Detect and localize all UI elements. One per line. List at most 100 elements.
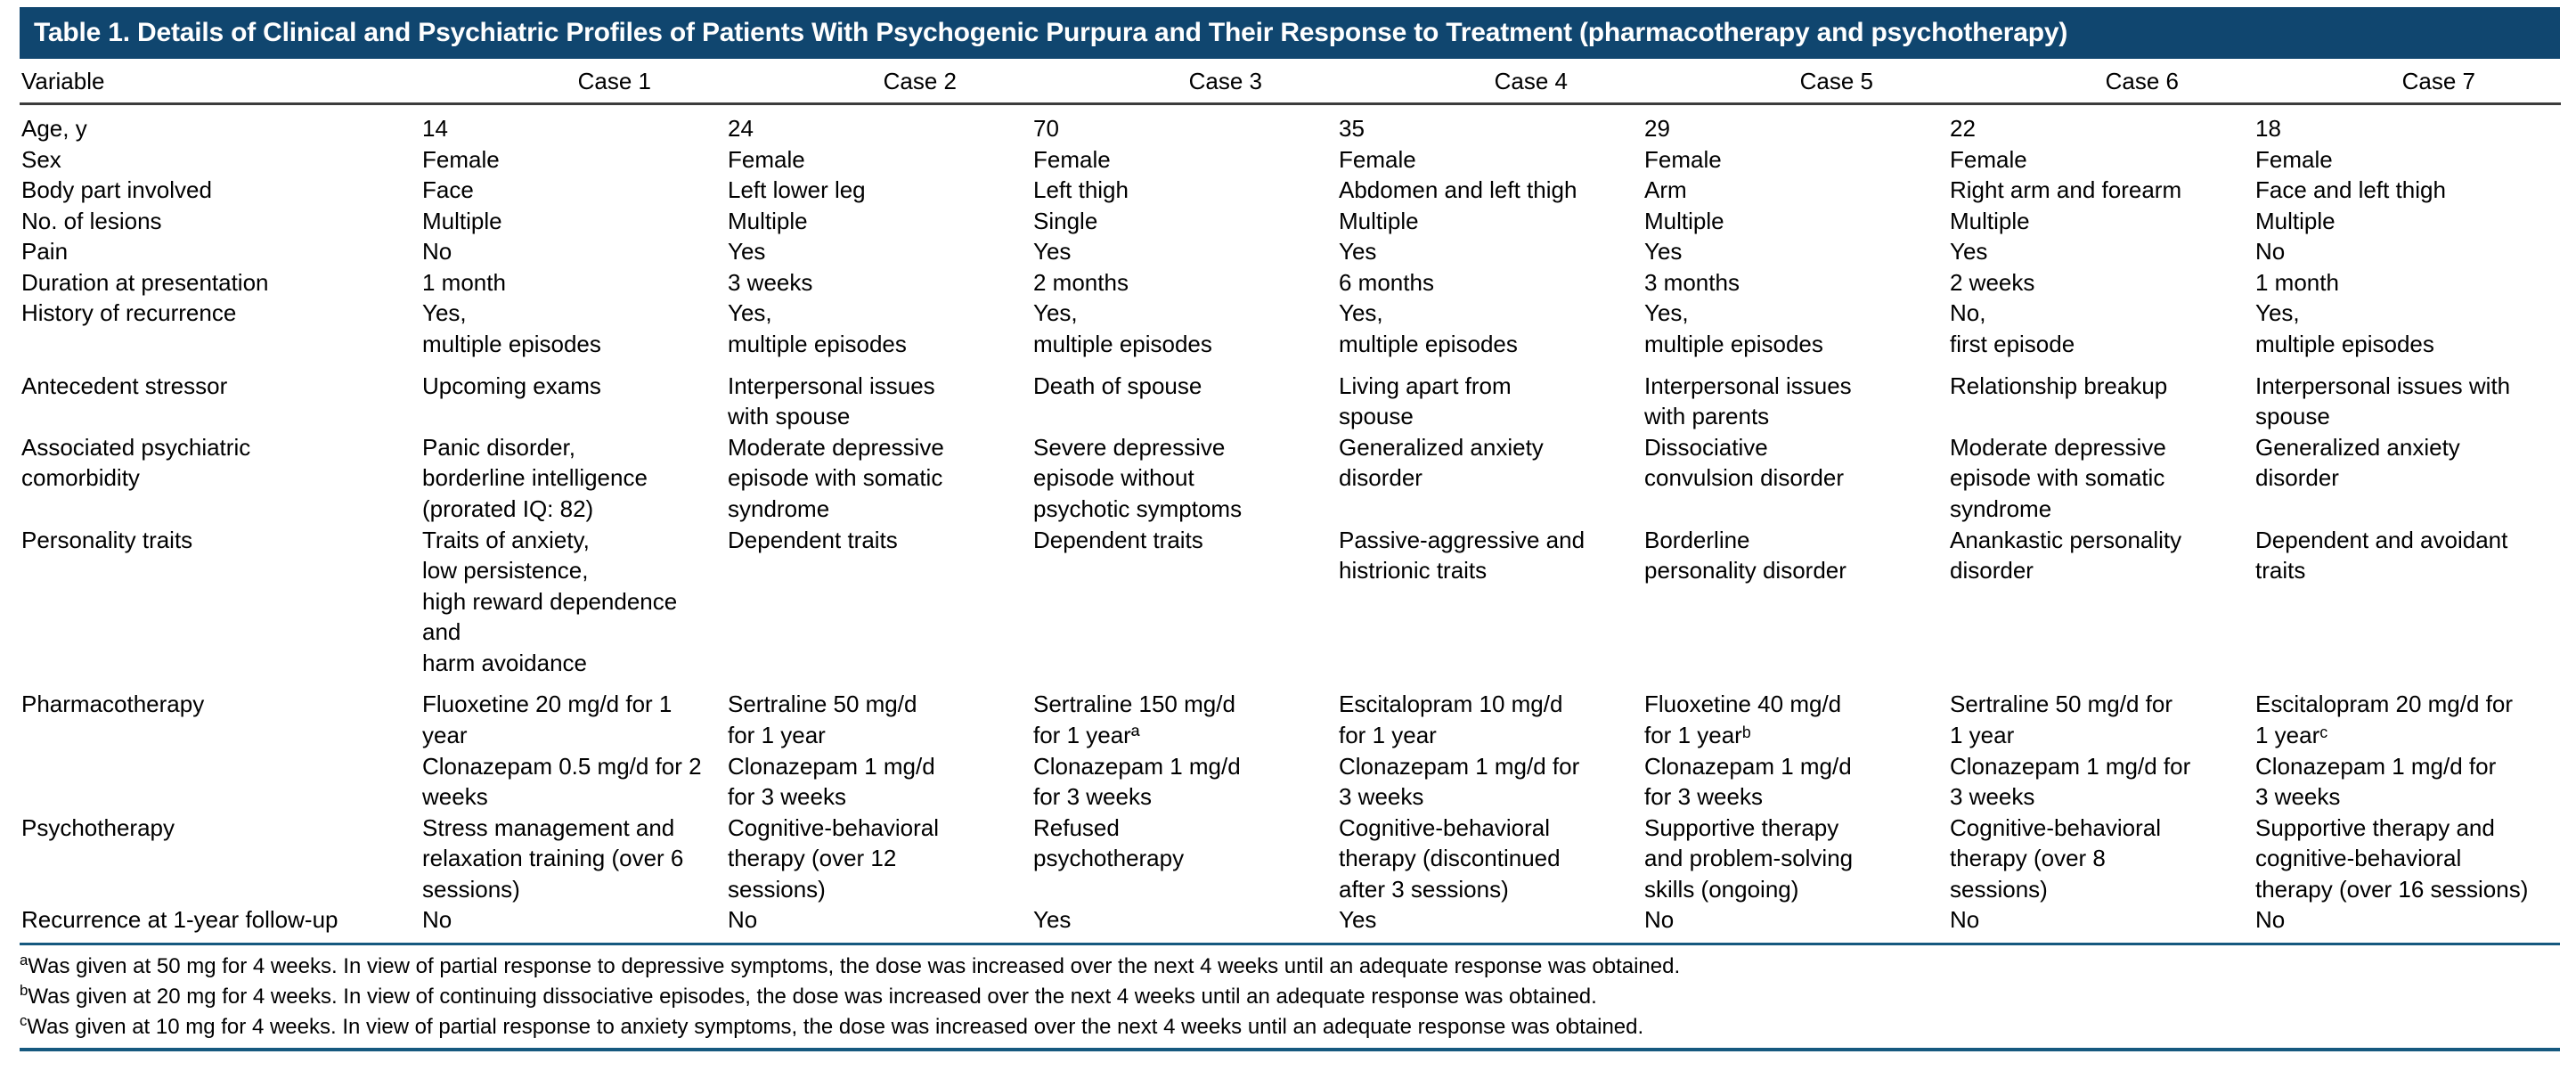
footnote-a: aWas given at 50 mg for 4 weeks. In view…	[20, 952, 1681, 979]
cell-case-2: Yes	[728, 238, 766, 266]
cell-case-2: 24	[728, 115, 754, 142]
row-variable-label: Body part involved	[21, 176, 212, 204]
cell-case-3: Refused psychotherapy	[1033, 813, 1185, 872]
cell-case-6: Cognitive-behavioral therapy (over 8 ses…	[1950, 813, 2162, 903]
cell-case-3: Single	[1033, 207, 1098, 234]
cell-case-2: Moderate depressive episode with somatic…	[728, 433, 944, 522]
row-variable-label: Pain	[21, 238, 69, 266]
column-header-case-7: Case 7	[2255, 59, 2561, 105]
cell-case-4: Yes	[1339, 238, 1377, 266]
column-header-case-3: Case 3	[1033, 59, 1339, 105]
header-row: Variable Case 1 Case 2 Case 3 Case 4 Cas…	[20, 59, 2561, 105]
row-variable-label: No. of lesions	[21, 207, 162, 234]
cell-case-7: Face and left thigh	[2255, 176, 2446, 204]
table-container: Table 1. Details of Clinical and Psychia…	[0, 7, 2576, 1052]
cell-case-6: Anankastic personality disorder	[1950, 526, 2182, 584]
cell-case-5: Arm	[1644, 176, 1687, 204]
footnote-b: bWas given at 20 mg for 4 weeks. In view…	[20, 982, 1597, 1009]
cell-case-2: Female	[728, 145, 805, 173]
cell-case-3: Left thigh	[1033, 176, 1129, 204]
cell-case-1: 14	[422, 115, 448, 142]
cell-case-4: Generalized anxiety disorder	[1339, 433, 1544, 492]
footnote-marker-c: c	[20, 1012, 28, 1030]
cell-case-4: Multiple	[1339, 207, 1419, 234]
cell-case-5: Fluoxetine 40 mg/d for 1 yearᵇ Clonazepa…	[1644, 691, 1852, 811]
cell-case-7: Generalized anxiety disorder	[2255, 433, 2460, 492]
cell-case-6: No, first episode	[1950, 299, 2075, 358]
cell-case-2: Multiple	[728, 207, 808, 234]
cell-case-6: Moderate depressive episode with somatic…	[1950, 433, 2166, 522]
cell-case-7: Female	[2255, 145, 2333, 173]
cell-case-5: No	[1644, 906, 1675, 934]
cell-case-1: Multiple	[422, 207, 502, 234]
row-variable-label: Personality traits	[21, 526, 193, 553]
table-title-bar: Table 1. Details of Clinical and Psychia…	[20, 7, 2560, 59]
column-header-case-6: Case 6	[1950, 59, 2255, 105]
row-variable-label: Associated psychiatric comorbidity	[21, 433, 251, 492]
cell-case-7: Yes, multiple episodes	[2255, 299, 2434, 358]
cell-case-6: Yes	[1950, 238, 1988, 266]
table-title: Table 1. Details of Clinical and Psychia…	[34, 18, 2068, 47]
cell-case-4: Passive-aggressive and histrionic traits	[1339, 526, 1586, 584]
cell-case-6: No	[1950, 906, 1980, 934]
cell-case-5: Borderline personality disorder	[1644, 526, 1846, 584]
cell-case-7: No	[2255, 238, 2286, 266]
cell-case-3: Yes	[1033, 238, 1072, 266]
table-bottom-rule	[20, 1048, 2560, 1052]
row-variable-label: Antecedent stressor	[21, 372, 228, 399]
column-header-case-4: Case 4	[1339, 59, 1644, 105]
row-variable-label: Sex	[21, 145, 61, 173]
cell-case-5: Female	[1644, 145, 1722, 173]
cell-case-6: Right arm and forearm	[1950, 176, 2182, 204]
cell-case-4: Cognitive-behavioral therapy (discontinu…	[1339, 813, 1561, 903]
clinical-profiles-table: Variable Case 1 Case 2 Case 3 Case 4 Cas…	[20, 59, 2561, 943]
cell-case-4: Yes	[1339, 906, 1377, 934]
cell-case-1: No	[422, 238, 452, 266]
cell-case-5: Supportive therapy and problem-solving s…	[1644, 813, 1854, 903]
footnote-c: cWas given at 10 mg for 4 weeks. In view…	[20, 1012, 1644, 1040]
row-variable-label: Psychotherapy	[21, 813, 175, 841]
row-variable-label: Pharmacotherapy	[21, 691, 205, 718]
cell-case-3: 2 months	[1033, 268, 1129, 296]
row-variable-label: History of recurrence	[21, 299, 237, 327]
cell-case-7: Escitalopram 20 mg/d for 1 yearᶜ Clonaze…	[2255, 691, 2514, 811]
column-header-case-1: Case 1	[422, 59, 728, 105]
cell-case-4: Escitalopram 10 mg/d for 1 year Clonazep…	[1339, 691, 1580, 811]
cell-case-6: Sertraline 50 mg/d for 1 year Clonazepam…	[1950, 691, 2191, 811]
row-variable-label: Age, y	[21, 115, 87, 142]
cell-case-5: Interpersonal issues with parents	[1644, 372, 1852, 430]
cell-case-7: Multiple	[2255, 207, 2336, 234]
cell-case-7: 1 month	[2255, 268, 2339, 296]
cell-case-2: Interpersonal issues with spouse	[728, 372, 935, 430]
table-row: No. of lesions Multiple Multiple Single Mult…	[20, 206, 2561, 237]
cell-case-7: Supportive therapy and cognitive-behavio…	[2255, 813, 2529, 903]
cell-case-3: Severe depressive episode without psycho…	[1033, 433, 1243, 522]
cell-case-5: Dissociative convulsion disorder	[1644, 433, 1845, 492]
cell-case-4: Living apart from spouse	[1339, 372, 1512, 430]
cell-case-3: Death of spouse	[1033, 372, 1202, 399]
cell-case-1: Face	[422, 176, 474, 204]
cell-case-2: Yes, multiple episodes	[728, 299, 907, 358]
cell-case-4: Abdomen and left thigh	[1339, 176, 1577, 204]
cell-case-7: Interpersonal issues with spouse	[2255, 372, 2511, 430]
cell-case-1: Traits of anxiety, low persistence, high…	[422, 526, 678, 676]
cell-case-5: 3 months	[1644, 268, 1740, 296]
cell-case-1: Female	[422, 145, 500, 173]
row-variable-label: Duration at presentation	[21, 268, 269, 296]
column-header-variable: Variable	[20, 59, 422, 105]
cell-case-7: Dependent and avoidant traits	[2255, 526, 2508, 584]
cell-case-4: 6 months	[1339, 268, 1434, 296]
cell-case-2: Left lower leg	[728, 176, 866, 204]
cell-case-3: Yes	[1033, 906, 1072, 934]
cell-case-5: Yes	[1644, 238, 1683, 266]
cell-case-4: 35	[1339, 115, 1365, 142]
cell-case-1: Fluoxetine 20 mg/d for 1 year Clonazepam…	[422, 691, 702, 811]
cell-case-7: No	[2255, 906, 2286, 934]
cell-case-6: Female	[1950, 145, 2027, 173]
table-footnotes: aWas given at 50 mg for 4 weeks. In view…	[20, 943, 2560, 1042]
table-row: History of recurrence Yes, multiple episo…	[20, 298, 2561, 359]
footnote-marker-b: b	[20, 982, 29, 1000]
